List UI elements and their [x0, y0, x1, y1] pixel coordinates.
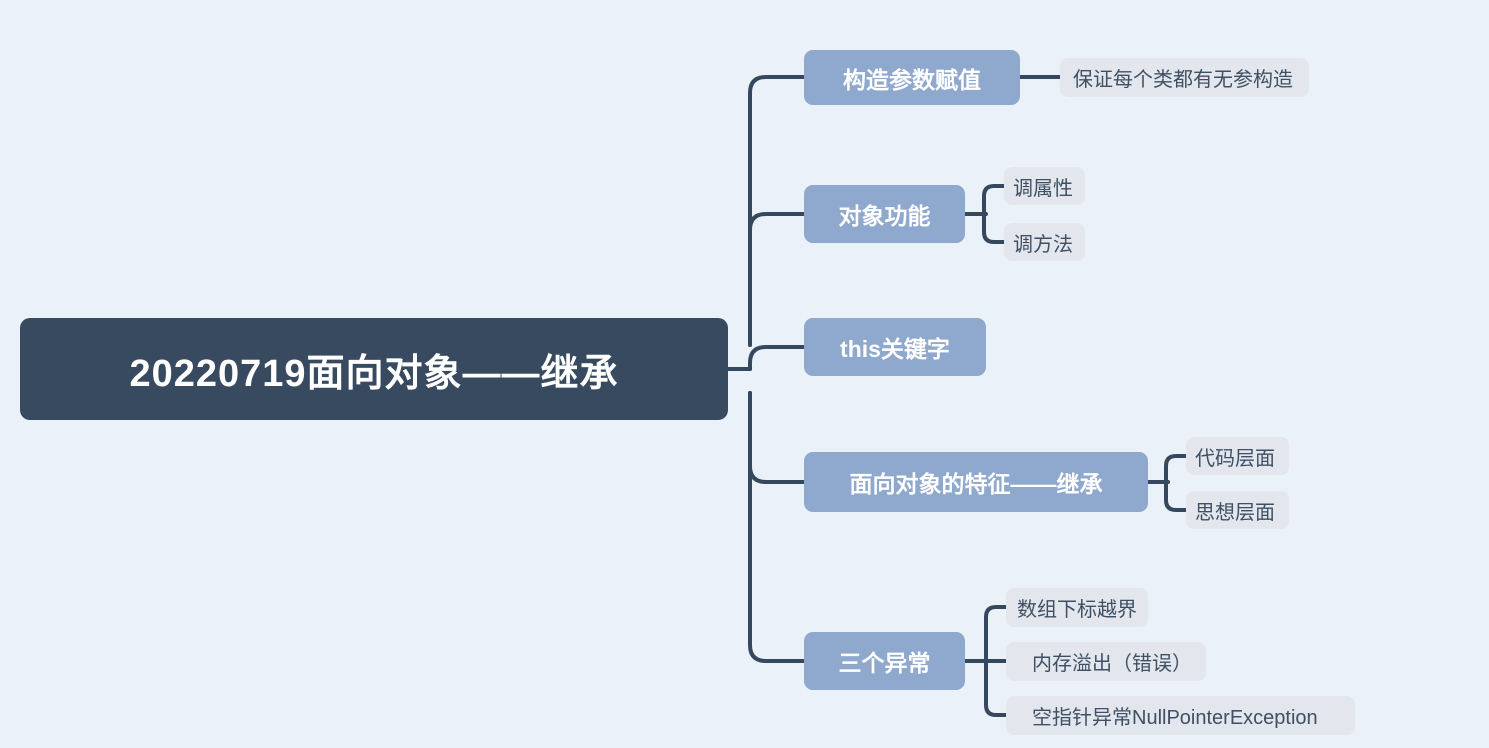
root-node-label: 20220719面向对象——继承 [129, 352, 619, 395]
leaf-node-5-2-label: 内存溢出（错误） [1032, 653, 1192, 675]
branch-node-3[interactable]: this关键字 [804, 318, 986, 376]
leaf-node-4-1[interactable]: 代码层面 [1186, 437, 1289, 475]
connector-branch-2 [748, 212, 806, 347]
leaf-node-5-1[interactable]: 数组下标越界 [1006, 588, 1148, 627]
branch-node-4[interactable]: 面向对象的特征——继承 [804, 452, 1148, 512]
branch-node-3-label: this关键字 [840, 336, 950, 362]
leaf-node-1-1-label: 保证每个类都有无参构造 [1073, 69, 1293, 91]
root-node[interactable]: 20220719面向对象——继承 [20, 318, 728, 420]
leaf-node-5-2[interactable]: 内存溢出（错误） [1006, 642, 1206, 681]
connector-b5-fork [984, 605, 1008, 717]
connector-b2-fork [982, 184, 1006, 244]
branch-node-1-label: 构造参数赋值 [843, 66, 981, 93]
leaf-node-1-1[interactable]: 保证每个类都有无参构造 [1060, 58, 1309, 97]
leaf-node-2-1-label: 调属性 [1013, 177, 1073, 200]
branch-node-1[interactable]: 构造参数赋值 [804, 50, 1020, 105]
leaf-node-4-1-label: 代码层面 [1195, 447, 1275, 470]
branch-node-4-label: 面向对象的特征——继承 [849, 471, 1103, 497]
leaf-node-5-3[interactable]: 空指针异常NullPointerException [1006, 696, 1355, 735]
leaf-node-5-1-label: 数组下标越界 [1017, 599, 1137, 621]
branch-node-2[interactable]: 对象功能 [804, 185, 965, 243]
leaf-node-2-2-label: 调方法 [1013, 233, 1073, 256]
leaf-node-4-2-label: 思想层面 [1195, 501, 1275, 524]
connector-b4-fork [1164, 454, 1188, 512]
leaf-node-4-2[interactable]: 思想层面 [1186, 491, 1289, 529]
branch-node-5[interactable]: 三个异常 [804, 632, 965, 690]
connector-branch-1 [748, 75, 806, 347]
leaf-node-2-2[interactable]: 调方法 [1004, 223, 1085, 261]
branch-node-2-label: 对象功能 [838, 203, 931, 229]
connector-branch-4 [748, 391, 806, 484]
connector-branch-3 [748, 345, 806, 371]
leaf-node-5-3-label: 空指针异常NullPointerException [1032, 707, 1318, 729]
connector-branch-5 [748, 391, 806, 663]
branch-node-5-label: 三个异常 [838, 650, 931, 676]
leaf-node-2-1[interactable]: 调属性 [1004, 167, 1085, 205]
